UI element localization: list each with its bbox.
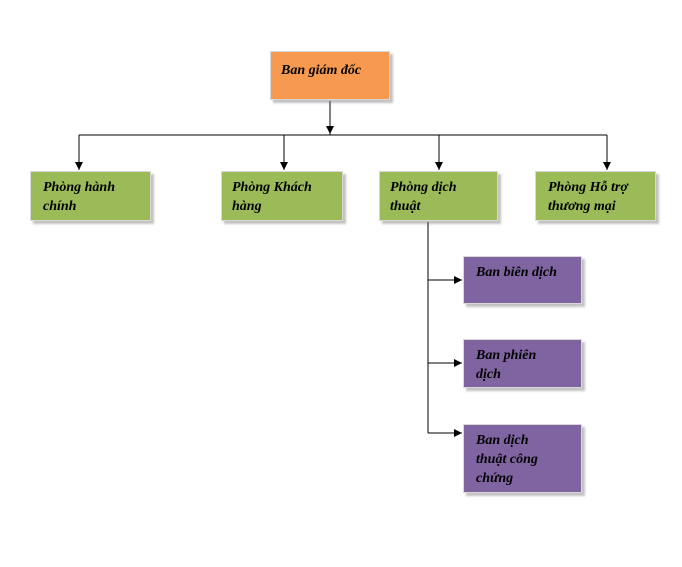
arrowhead (280, 162, 288, 170)
node-label: Ban phiên dịch (476, 348, 537, 382)
node-ban-dich-thuat-cong-chung: Ban dịch thuật công chứng (463, 424, 582, 493)
node-label: Phòng Hỗ trợ thương mại (548, 180, 628, 214)
node-label: Ban dịch thuật công chứng (476, 433, 538, 486)
arrowhead (603, 162, 611, 170)
node-ban-bien-dich: Ban biên dịch (463, 256, 582, 304)
node-ban-giam-doc: Ban giám đốc (270, 51, 390, 100)
node-phong-dich-thuat: Phòng dịch thuật (379, 171, 498, 221)
node-label: Ban biên dịch (476, 265, 557, 280)
node-phong-hanh-chinh: Phòng hành chính (30, 171, 151, 221)
node-phong-ho-tro-thuong-mai: Phòng Hỗ trợ thương mại (535, 171, 656, 221)
node-ban-phien-dich: Ban phiên dịch (463, 339, 582, 388)
arrowhead (75, 162, 83, 170)
arrowhead (435, 162, 443, 170)
node-phong-khach-hang: Phòng Khách hàng (221, 171, 343, 221)
arrowhead (326, 126, 334, 134)
arrowhead (454, 359, 462, 367)
arrowhead (454, 429, 462, 437)
node-label: Phòng hành chính (43, 180, 115, 214)
node-label: Phòng Khách hàng (232, 180, 312, 214)
arrowhead (454, 276, 462, 284)
node-label: Phòng dịch thuật (390, 180, 457, 214)
node-label: Ban giám đốc (281, 63, 362, 78)
